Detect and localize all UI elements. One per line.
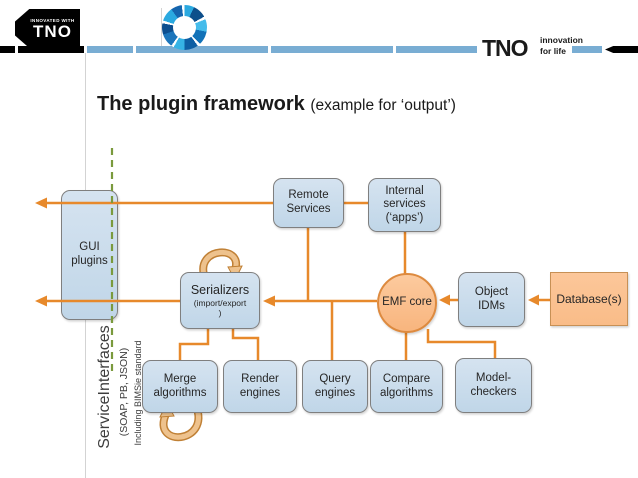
node-label: Database(s) — [556, 291, 622, 306]
node-label: Model-checkers — [470, 371, 517, 398]
bar-segment-black — [0, 46, 15, 53]
node-query-engines: Query engines — [302, 360, 368, 413]
node-internal-services: Internal services (‘apps’) — [368, 178, 441, 232]
title-suffix: (example for ‘output’) — [310, 97, 456, 114]
bar-segment-blue — [136, 46, 268, 53]
node-label: Render engines — [239, 372, 281, 399]
slide-title: The plugin framework (example for ‘outpu… — [97, 93, 456, 116]
node-label: Remote Services — [286, 189, 331, 215]
node-label: Merge algorithms — [153, 372, 207, 399]
node-label: Compare algorithms — [379, 372, 434, 399]
node-serializers: Serializers (import/export ) — [180, 272, 260, 329]
side-label-protocols: (SOAP, PB, JSON) — [118, 347, 130, 437]
side-label-service-interfaces: ServiceInterfaces — [96, 325, 113, 449]
tno-logo-wordmark: TNO — [482, 35, 529, 61]
node-emf-core: EMF core — [377, 273, 437, 333]
bar-endcap-black — [605, 46, 638, 53]
bar-segment-blue — [572, 46, 602, 53]
node-gui-plugins: GUI plugins — [61, 190, 118, 320]
node-compare-algorithms: Compare algorithms — [370, 360, 443, 413]
node-sublabel: (import/export — [193, 297, 247, 308]
node-sublabel-2: ) — [218, 307, 222, 318]
tagline-line-1: innovation — [540, 35, 583, 45]
bar-segment-blue — [87, 46, 133, 53]
node-merge-algorithms: Merge algorithms — [142, 360, 218, 413]
node-render-engines: Render engines — [223, 360, 297, 413]
node-databases: Database(s) — [550, 272, 628, 326]
innovated-with-tno-badge: INNOVATED WITH TNO — [15, 9, 80, 48]
tno-badge-wordmark: TNO — [33, 21, 72, 41]
tno-logo-tagline: innovation for life — [540, 35, 583, 56]
node-label: EMF core — [382, 296, 432, 309]
node-object-idms: Object IDMs — [458, 272, 525, 327]
tagline-line-2: for life — [540, 45, 566, 56]
badge-top-text: INNOVATED WITH — [30, 17, 75, 23]
title-main: The plugin framework — [97, 93, 311, 115]
bim-ring-icon — [162, 5, 207, 50]
bar-segment-blue — [396, 46, 477, 53]
node-model-checkers: Model-checkers — [455, 358, 532, 413]
node-label: Query engines — [314, 372, 356, 399]
bar-segment-black — [18, 46, 84, 53]
node-label: GUI plugins — [71, 241, 108, 267]
node-remote-services: Remote Services — [273, 178, 344, 228]
bar-segment-blue — [271, 46, 393, 53]
node-label: Object IDMs — [474, 285, 509, 312]
node-label: Serializers — [190, 282, 250, 297]
node-label: Internal services (‘apps’) — [383, 184, 426, 224]
